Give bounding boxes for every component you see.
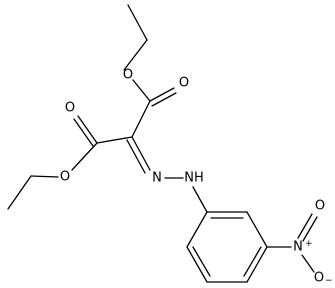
- atom-o-nitro-double: O: [315, 199, 325, 214]
- charge-plus-nitro-n: +: [305, 239, 313, 249]
- atom-o-nitro-single: O: [314, 271, 324, 286]
- bond-nitro-double-a: [297, 213, 313, 239]
- bond-lower-carbonyl-double-b: [73, 118, 94, 147]
- bond-c-n-double-a: [131, 136, 151, 171]
- bond-lower-carbonyl-o: [71, 142, 98, 171]
- ring-inner-double-2: [243, 246, 262, 277]
- bond-upper-ethyl-ch2-o: [123, 39, 148, 71]
- atom-nh-hydrazone: NH: [184, 171, 204, 186]
- bond-upper-carbonyl-double-b: [151, 92, 177, 107]
- atom-o-ester2-alkoxy: O: [60, 170, 70, 185]
- bond-upper-carbonyl-central-c: [131, 100, 151, 138]
- bond-upper-o-carbonyl-c: [132, 79, 151, 102]
- atom-o-ester2-carbonyl: O: [65, 101, 75, 116]
- bond-lower-carbonyl-double-a: [77, 115, 98, 144]
- bond-lower-o-ch2: [30, 175, 59, 178]
- atom-n-hydrazone: N: [152, 171, 162, 186]
- atom-o-ester1-carbonyl: O: [179, 76, 189, 91]
- bond-nitro-single: [301, 254, 315, 273]
- bond-lower-carbonyl-central-c: [96, 136, 133, 144]
- bond-lower-ethyl-ch2-ch3: [7, 175, 32, 210]
- ring-inner-double-3: [192, 246, 211, 277]
- bond-nh-ring: [192, 186, 208, 213]
- ring-bond-3: [246, 246, 268, 283]
- charge-minus-nitro-o: −: [325, 276, 333, 286]
- atom-o-ester1-alkoxy: O: [123, 68, 133, 83]
- ring-bond-5: [186, 246, 208, 283]
- bond-upper-carbonyl-double-a: [149, 87, 175, 102]
- atom-n-nitro: N: [293, 240, 303, 255]
- ring-bond-2: [246, 211, 268, 248]
- ring-bond-6: [186, 211, 208, 248]
- bond-nitro-double-b: [302, 216, 318, 242]
- bond-upper-ethyl-ch3-ch2: [127, 4, 148, 41]
- bond-c-n-double-b: [126, 139, 146, 174]
